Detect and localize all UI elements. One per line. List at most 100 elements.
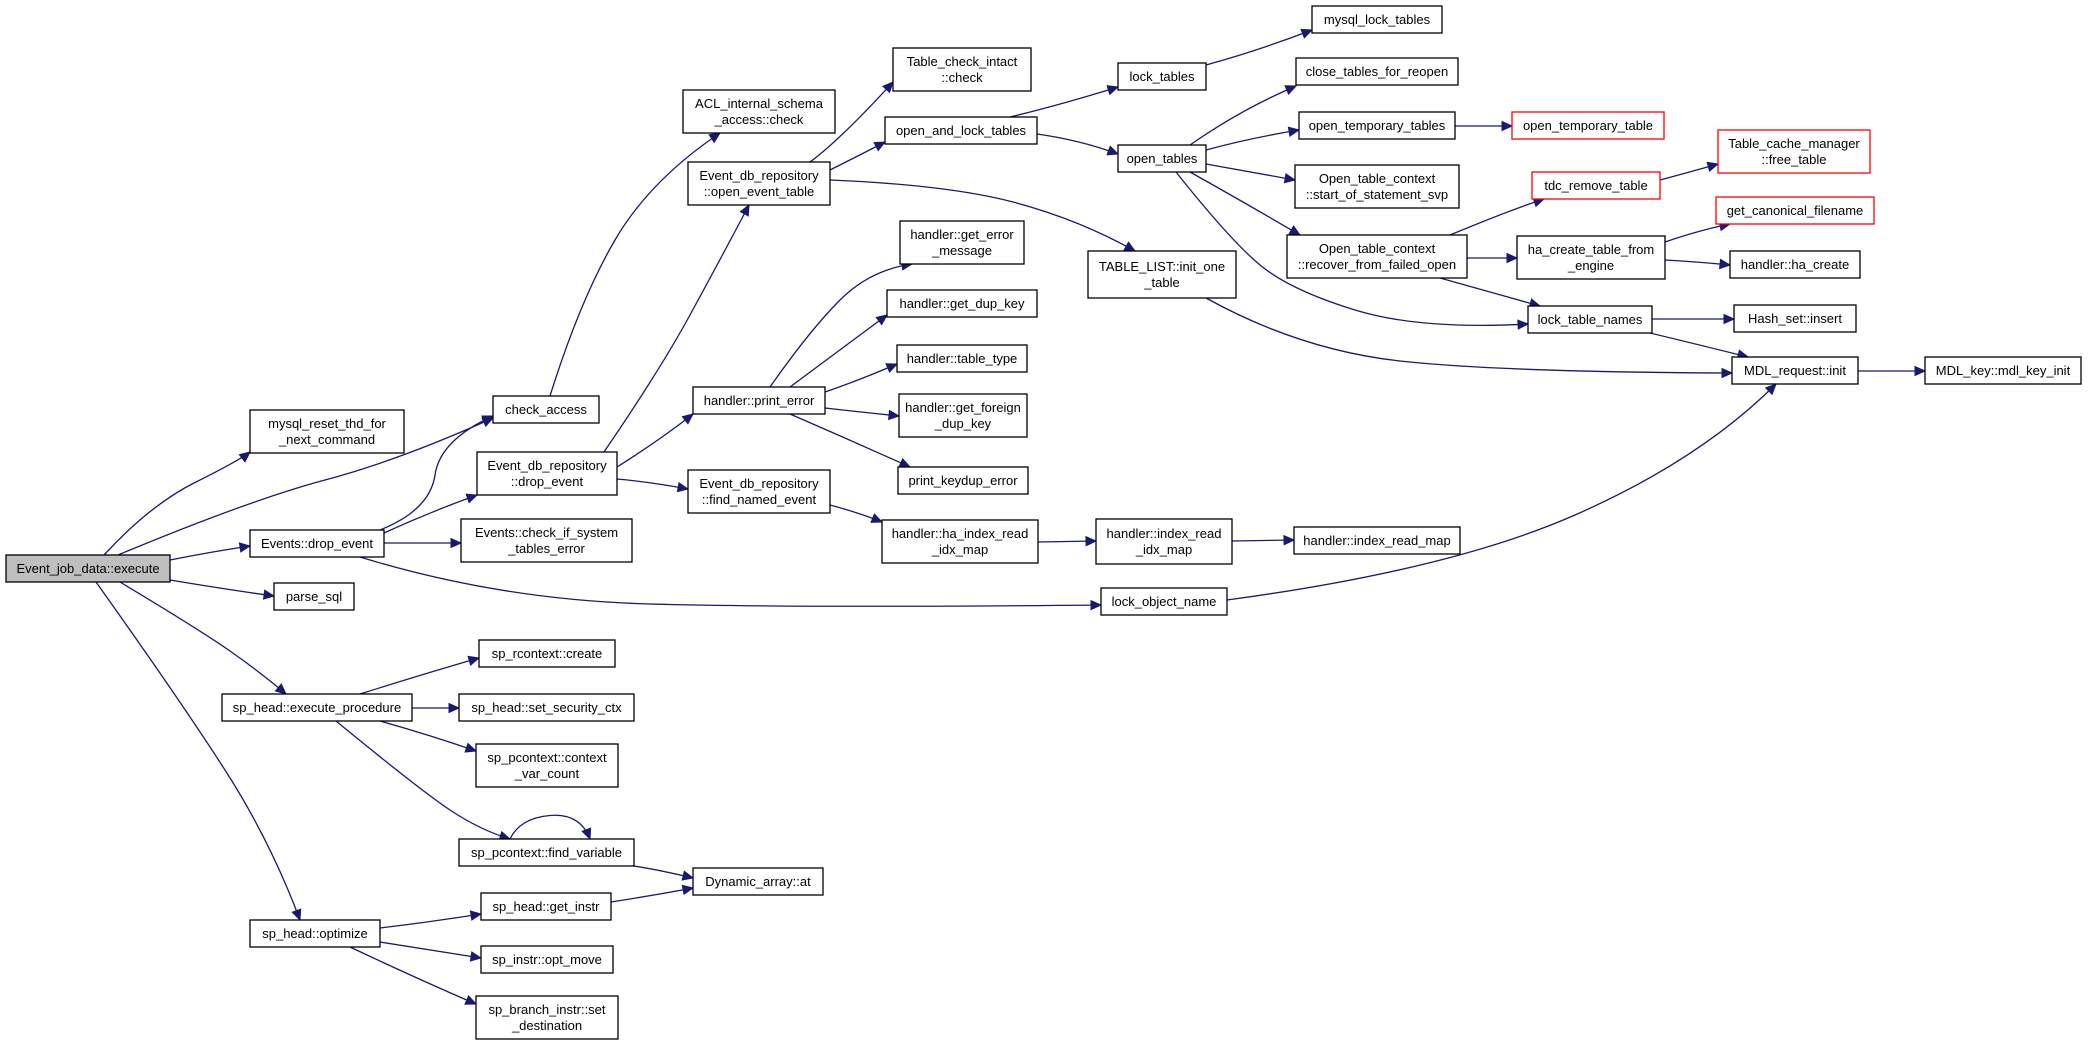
node-lock-obj[interactable]: lock_object_name — [1100, 587, 1228, 616]
node-keydup[interactable]: print_keydup_error — [897, 466, 1029, 495]
node-idx-read-map[interactable]: handler::index_read_map — [1293, 526, 1461, 555]
node-tci-check[interactable]: Table_check_intact::check — [892, 47, 1032, 92]
node-close-reopen[interactable]: close_tables_for_reopen — [1295, 57, 1459, 86]
node-box — [475, 995, 619, 1040]
edge-line — [169, 579, 275, 597]
node-table-type[interactable]: handler::table_type — [896, 344, 1028, 373]
node-ha-create[interactable]: handler::ha_create — [1729, 250, 1861, 279]
edge-open_lock-to-open_tables — [1036, 133, 1120, 156]
edge-otc_recover-to-lock_names — [1439, 277, 1542, 309]
node-rctx-create[interactable]: sp_rcontext::create — [478, 639, 616, 668]
edge-open_tables-to-otc_start — [1205, 163, 1297, 184]
node-lock-tables[interactable]: lock_tables — [1117, 62, 1207, 91]
node-set-dest[interactable]: sp_branch_instr::set_destination — [475, 995, 619, 1040]
node-box — [1311, 5, 1443, 34]
edge-idx_read-to-idx_read_map — [1231, 534, 1296, 546]
node-check-access[interactable]: check_access — [492, 395, 600, 424]
node-label: open_tables — [1127, 151, 1198, 166]
node-tl-init[interactable]: TABLE_LIST::init_one_table — [1087, 250, 1237, 299]
arrowhead-icon — [1085, 535, 1098, 547]
node-exec-proc[interactable]: sp_head::execute_procedure — [221, 693, 413, 722]
node-events-drop[interactable]: Events::drop_event — [249, 529, 385, 558]
node-parse-sql[interactable]: parse_sql — [273, 582, 355, 611]
arrowhead-icon — [739, 203, 750, 217]
arrowhead-icon — [1506, 252, 1519, 264]
edge-lock_names-to-mdl_req — [1649, 332, 1750, 360]
node-get-dup[interactable]: handler::get_dup_key — [886, 289, 1038, 318]
edge-open_tables-to-close_reopen — [1189, 85, 1298, 146]
edge-otc_recover-to-tdc_remove — [1449, 197, 1546, 236]
node-find-var[interactable]: sp_pcontext::find_variable — [458, 838, 635, 867]
node-otc-recover[interactable]: Open_table_context::recover_from_failed_… — [1286, 234, 1468, 279]
node-label: lock_table_names — [1538, 312, 1643, 327]
node-dyn-at[interactable]: Dynamic_array::at — [692, 867, 824, 896]
edge-otc_recover-to-ha_create_eng — [1467, 252, 1519, 264]
node-open-temps[interactable]: open_temporary_tables — [1298, 111, 1456, 140]
node-label: _message — [931, 243, 992, 258]
node-ha-create-eng[interactable]: ha_create_table_from_engine — [1516, 235, 1666, 280]
node-canon[interactable]: get_canonical_filename — [1715, 196, 1875, 225]
arrowhead-icon — [1517, 319, 1530, 330]
node-box — [1731, 356, 1859, 385]
node-open-lock[interactable]: open_and_lock_tables — [884, 116, 1038, 145]
node-label: sp_head::optimize — [262, 926, 368, 941]
node-label: parse_sql — [286, 589, 342, 604]
node-label: Open_table_context — [1319, 171, 1436, 186]
node-box — [1729, 250, 1861, 279]
node-hash-insert[interactable]: Hash_set::insert — [1733, 304, 1857, 333]
node-idx-read[interactable]: handler::index_read_idx_map — [1095, 518, 1233, 565]
node-mdl-key[interactable]: MDL_key::mdl_key_init — [1924, 356, 2082, 385]
node-label: MDL_key::mdl_key_init — [1936, 363, 2071, 378]
edge-optimize-to-opt_move — [379, 941, 483, 962]
edge-line — [1189, 171, 1301, 236]
node-tdc-remove[interactable]: tdc_remove_table — [1531, 171, 1661, 200]
edge-find_var-to-find_var — [509, 814, 592, 841]
arrowhead-icon — [681, 884, 695, 896]
arrowhead-icon — [676, 481, 690, 493]
node-open-event[interactable]: Event_db_repository::open_event_table — [687, 161, 831, 206]
node-get-err-msg[interactable]: handler::get_error_message — [899, 220, 1025, 265]
edge-line — [103, 451, 251, 556]
node-label: ACL_internal_schema — [695, 96, 824, 111]
node-optimize[interactable]: sp_head::optimize — [249, 919, 381, 948]
node-otc-start[interactable]: Open_table_context::start_of_statement_s… — [1294, 164, 1460, 209]
node-open-tables[interactable]: open_tables — [1117, 144, 1207, 173]
edge-line — [824, 363, 898, 393]
node-get-foreign[interactable]: handler::get_foreign_dup_key — [898, 393, 1028, 438]
node-check-sys[interactable]: Events::check_if_system_tables_error — [460, 518, 633, 563]
edge-events_drop-to-lock_obj — [359, 556, 1103, 611]
node-mysql-reset[interactable]: mysql_reset_thd_for_next_command — [249, 409, 405, 454]
node-layer: Event_job_data::execute mysql_reset_thd_f… — [5, 5, 2082, 1040]
node-open-temp[interactable]: open_temporary_table — [1511, 111, 1665, 140]
node-label: check_access — [505, 402, 587, 417]
arrowhead-icon — [467, 655, 481, 666]
node-label: lock_tables — [1129, 69, 1195, 84]
node-acl[interactable]: ACL_internal_schema_access::check — [682, 89, 836, 134]
arrowhead-icon — [681, 413, 694, 425]
node-box — [458, 693, 635, 722]
node-execute[interactable]: Event_job_data::execute — [5, 554, 171, 583]
node-repo-drop[interactable]: Event_db_repository::drop_event — [476, 451, 618, 496]
node-print-error[interactable]: handler::print_error — [692, 386, 826, 415]
node-get-instr[interactable]: sp_head::get_instr — [480, 892, 612, 921]
arrowhead-icon — [1706, 161, 1720, 172]
node-label: _idx_map — [1135, 542, 1192, 557]
node-ha-idx[interactable]: handler::ha_index_read_idx_map — [881, 519, 1039, 564]
node-mysql-lock[interactable]: mysql_lock_tables — [1311, 5, 1443, 34]
node-opt-move[interactable]: sp_instr::opt_move — [480, 945, 614, 974]
node-label: ::start_of_statement_svp — [1306, 187, 1448, 202]
node-set-sec[interactable]: sp_head::set_security_ctx — [458, 693, 635, 722]
arrowhead-icon — [291, 908, 302, 922]
node-box — [1298, 111, 1456, 140]
node-box — [273, 582, 355, 611]
node-pctx-ctx[interactable]: sp_pcontext::context_var_count — [475, 743, 619, 788]
edge-exec_proc-to-pctx_ctx — [379, 720, 478, 753]
node-label: ::drop_event — [511, 474, 584, 489]
arrowhead-icon — [708, 132, 722, 144]
node-lock-names[interactable]: lock_table_names — [1527, 305, 1653, 334]
node-mdl-req[interactable]: MDL_request::init — [1731, 356, 1859, 385]
edge-print_error-to-table_type — [824, 363, 899, 393]
node-tcm-free[interactable]: Table_cache_manager::free_table — [1717, 129, 1871, 174]
edge-line — [789, 413, 911, 468]
node-find-named[interactable]: Event_db_repository::find_named_event — [687, 469, 831, 514]
